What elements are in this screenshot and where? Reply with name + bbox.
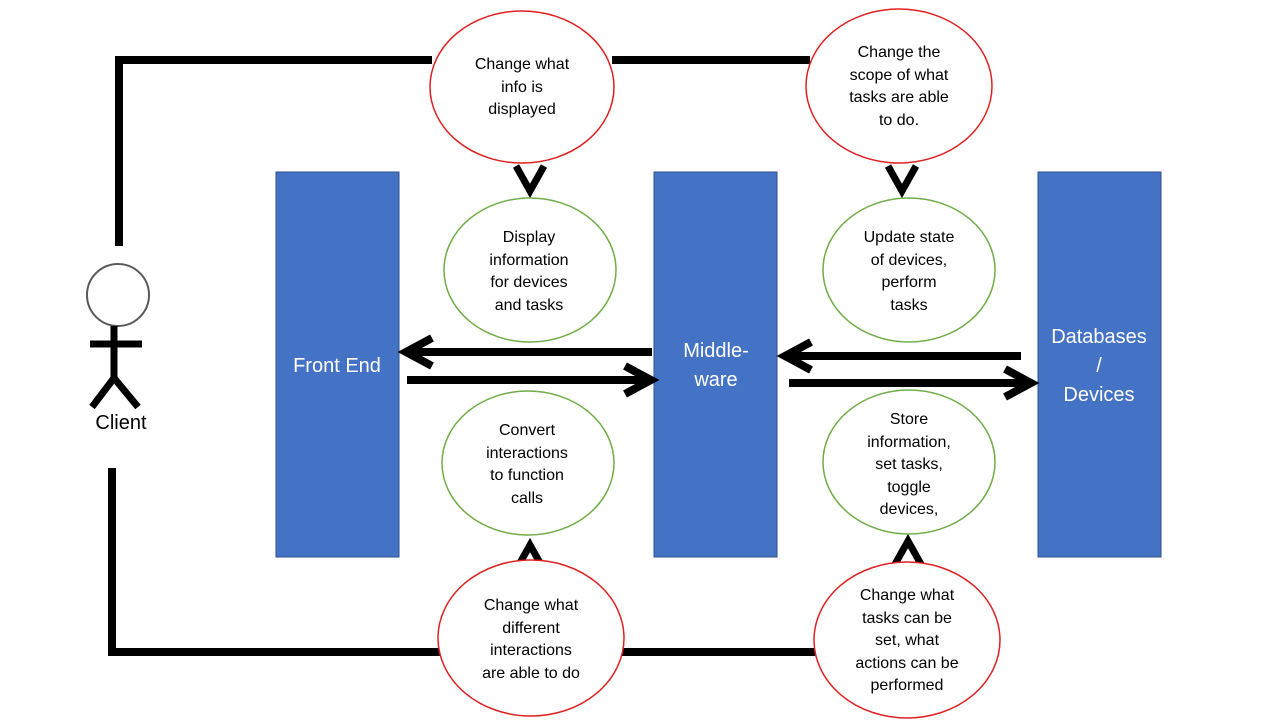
arrow-databases-to-middleware (776, 338, 1021, 374)
ellipse-line: perform (881, 274, 936, 291)
ellipse-line: tasks are able (849, 89, 949, 106)
ellipse-line: tasks (890, 297, 927, 314)
bottom-feedback-line (108, 468, 440, 656)
middleware-box: Middle- ware (653, 171, 778, 558)
ellipse-line: calls (511, 490, 543, 507)
ellipse-line: Change what (475, 56, 570, 73)
ellipse-change-tasks-actions: Change what tasks can be set, what actio… (813, 561, 1001, 719)
ellipse-line: to function (490, 467, 564, 484)
ellipse-line: info is (501, 79, 543, 96)
client-head (86, 263, 150, 327)
chevron-up-icon (890, 533, 926, 568)
chevron-down-icon (884, 164, 920, 199)
ellipse-line: information (489, 252, 568, 269)
ellipse-line: and tasks (495, 297, 563, 314)
front-end-box: Front End (275, 171, 400, 558)
top-feedback-line (115, 56, 432, 246)
databases-label-line-1: Databases (1051, 326, 1147, 348)
ellipse-line: Change what (860, 587, 955, 604)
ellipse-line: Update state (864, 229, 955, 246)
ellipse-display-information: Display information for devices and task… (443, 197, 617, 343)
ellipse-line: interactions (490, 642, 572, 659)
ellipse-line: tasks can be (862, 610, 952, 627)
ellipse-convert-interactions: Convert interactions to function calls (441, 390, 615, 536)
ellipse-line: toggle (887, 479, 931, 496)
arrow-middleware-to-databases (789, 365, 1040, 401)
arrow-frontend-to-middleware (407, 362, 660, 398)
ellipse-line: Change what (484, 597, 579, 614)
ellipse-line: set tasks, (875, 456, 943, 473)
databases-label-line-2: / (1096, 355, 1102, 377)
ellipse-line: to do. (879, 112, 919, 129)
ellipse-change-interactions: Change what different interactions are a… (437, 559, 625, 717)
chevron-down-icon (512, 164, 548, 199)
ellipse-update-state: Update state of devices, perform tasks (822, 197, 996, 343)
ellipse-change-scope-tasks: Change the scope of what tasks are able … (805, 8, 993, 164)
client-label: Client (95, 412, 147, 434)
ellipse-change-info-displayed: Change what info is displayed (429, 10, 615, 164)
arrow-middleware-to-frontend (397, 334, 652, 370)
client-right-leg (111, 375, 141, 410)
ellipse-line: Store (890, 411, 928, 428)
ellipse-line: interactions (486, 445, 568, 462)
ellipse-line: information, (867, 434, 951, 451)
ellipse-line: set, what (875, 632, 940, 649)
ellipse-store-information: Store information, set tasks, toggle dev… (822, 389, 996, 535)
ellipse-line: performed (871, 677, 944, 694)
client-actor: Client (86, 263, 150, 434)
ellipse-line: of devices, (871, 252, 947, 269)
ellipse-line: Convert (499, 422, 556, 439)
middleware-label-line-1: Middle- (683, 340, 749, 362)
client-left-leg (89, 375, 117, 410)
middleware-label-line-2: ware (693, 369, 737, 391)
ellipse-line: for devices (490, 274, 567, 291)
ellipse-line: actions can be (855, 655, 958, 672)
ellipse-line: devices, (880, 501, 939, 518)
front-end-label: Front End (293, 355, 381, 377)
ellipse-line: different (502, 620, 560, 637)
databases-box: Databases / Devices (1037, 171, 1162, 558)
databases-label-line-3: Devices (1063, 384, 1134, 406)
ellipse-line: Display (503, 229, 555, 246)
ellipse-line: Change the (858, 44, 941, 61)
ellipse-line: are able to do (482, 665, 580, 682)
ellipse-line: displayed (488, 101, 556, 118)
ellipse-line: scope of what (850, 67, 949, 84)
